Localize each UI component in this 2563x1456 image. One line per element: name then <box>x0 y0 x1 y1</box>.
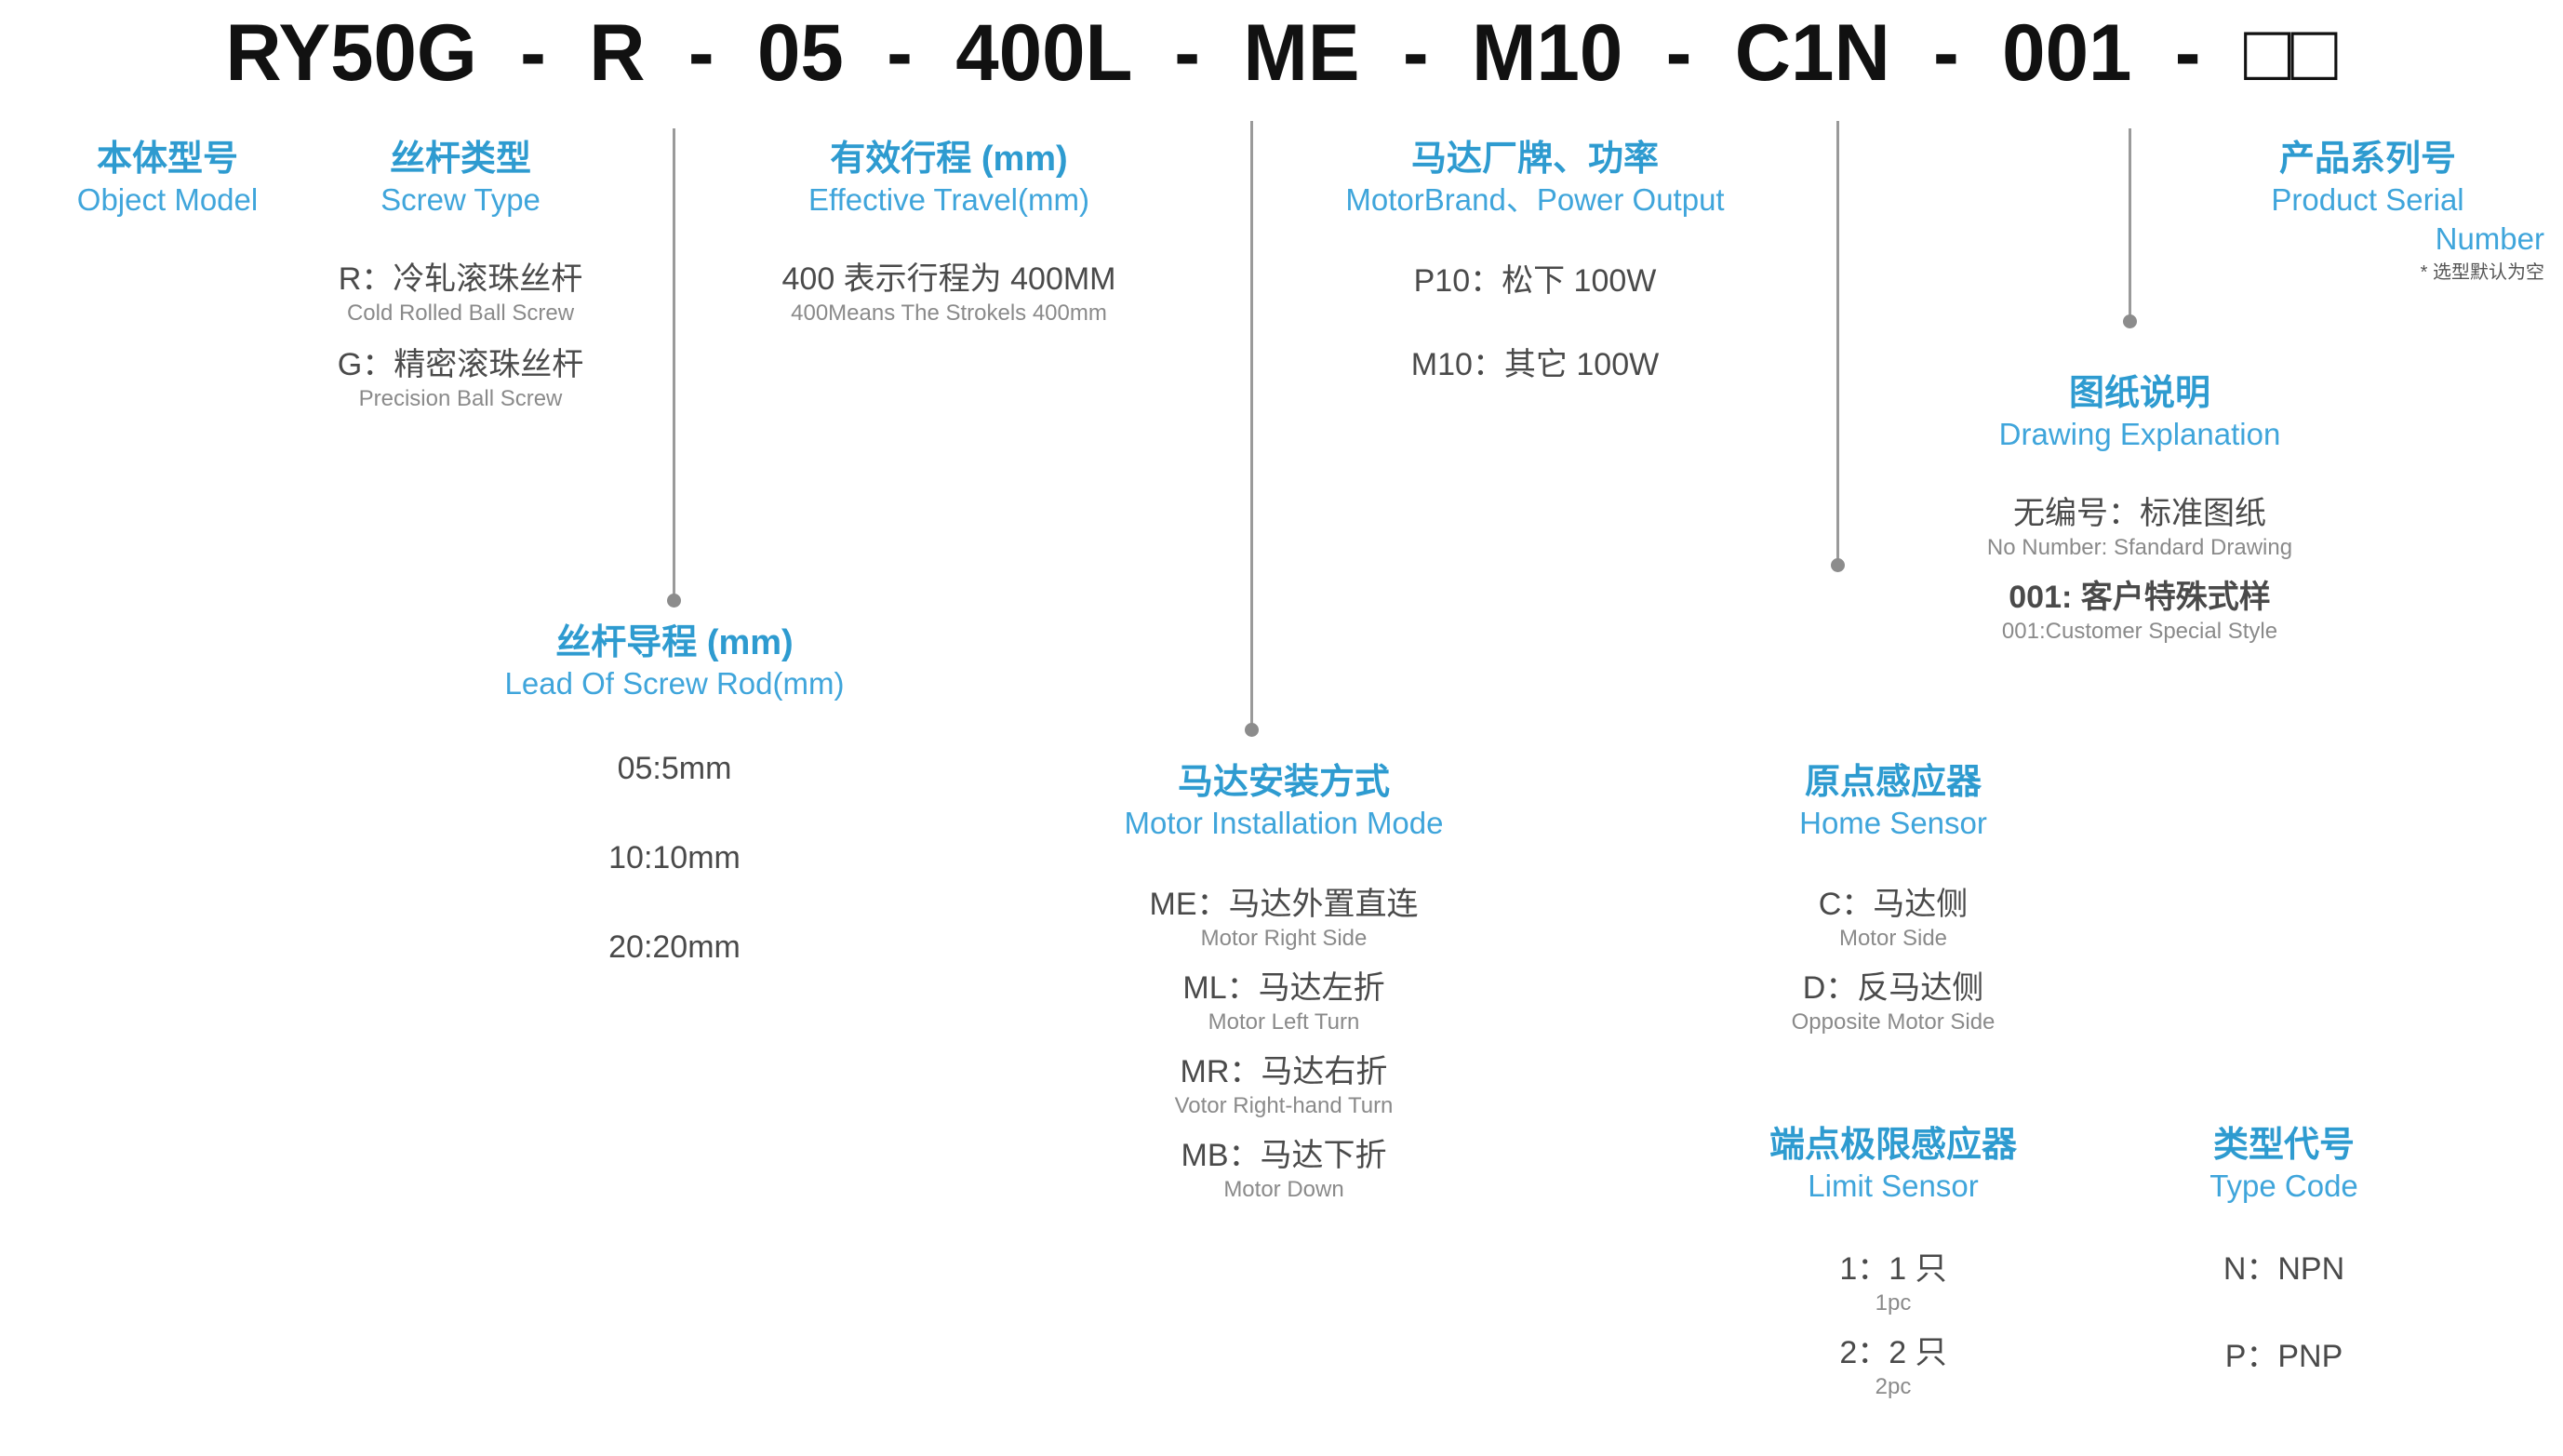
motor-brand-option: M10：其它 100W <box>1293 344 1777 385</box>
motor-installation-option-en: Votor Right-hand Turn <box>1174 1093 1394 1118</box>
section-effective-travel: 有效行程 (mm) Effective Travel(mm) 400 表示行程为… <box>716 138 1181 327</box>
drawing-explanation-option-cn: 无编号：标准图纸 <box>2013 496 2266 531</box>
screw-type-option-cn: R：冷轧滚珠丝杆 <box>338 261 583 297</box>
limit-sensor-option-cn: 1：1 只 <box>1839 1251 1947 1287</box>
effective-travel-option-cn: 400 表示行程为 400MM <box>781 261 1116 297</box>
motor-brand-option-cn: M10：其它 100W <box>1410 347 1660 382</box>
screw-type-title-cn: 丝杆类型 <box>389 140 531 179</box>
type-code-option: N：NPN <box>2130 1249 2437 1289</box>
leader-line-lead-of-screw <box>673 128 675 601</box>
motor-installation-option-cn: MR：马达右折 <box>1180 1054 1388 1089</box>
section-home-sensor: 原点感应器 Home Sensor C：马达侧 Motor Side D：反马达… <box>1684 761 2102 1036</box>
product-serial-note: * 选型默认为空 <box>2420 262 2544 283</box>
motor-installation-option: MB：马达下折 Motor Down <box>1051 1135 1516 1204</box>
limit-sensor-option: 1：1 只 1pc <box>1665 1249 2121 1317</box>
object-model-title-cn: 本体型号 <box>96 140 238 179</box>
type-code-option-cn: P：PNP <box>2224 1339 2343 1374</box>
leader-line-home-sensor <box>1836 121 1839 566</box>
drawing-explanation-option: 001: 客户特殊式样 001:Customer Special Style <box>1907 577 2372 646</box>
home-sensor-title-en: Home Sensor <box>1799 806 1987 840</box>
home-sensor-option-en: Opposite Motor Side <box>1791 1009 1996 1035</box>
product-serial-title-en-line1: Product Serial <box>2271 182 2464 217</box>
leader-line-motor-installation <box>1250 121 1253 730</box>
limit-sensor-option: 2：2 只 2pc <box>1665 1332 2121 1401</box>
motor-brand-title-cn: 马达厂牌、功率 <box>1410 140 1659 179</box>
screw-type-option: G：精密滚珠丝杆 Precision Ball Screw <box>316 344 605 413</box>
screw-type-option-cn: G：精密滚珠丝杆 <box>337 347 584 382</box>
motor-brand-option-cn: P10：松下 100W <box>1413 263 1657 299</box>
lead-of-screw-option: 20:20mm <box>447 927 902 968</box>
motor-brand-option: P10：松下 100W <box>1293 260 1777 301</box>
screw-type-option-en: Cold Rolled Ball Screw <box>346 301 575 326</box>
home-sensor-option-en: Motor Side <box>1838 926 1948 951</box>
motor-installation-option: MR：马达右折 Votor Right-hand Turn <box>1051 1051 1516 1120</box>
motor-installation-option-en: Motor Down <box>1223 1177 1344 1202</box>
limit-sensor-option-en: 2pc <box>1875 1374 1912 1399</box>
motor-installation-option-cn: ME：马达外置直连 <box>1149 887 1419 922</box>
leader-dot-lead-of-screw <box>667 594 681 608</box>
object-model-title-en: Object Model <box>76 182 259 217</box>
product-serial-title-en-line2: Number <box>2435 221 2544 256</box>
effective-travel-option-en: 400Means The Strokels 400mm <box>791 301 1107 326</box>
section-lead-of-screw: 丝杆导程 (mm) Lead Of Screw Rod(mm) 05:5mm 1… <box>447 621 902 968</box>
motor-installation-option-cn: ML：马达左折 <box>1182 970 1385 1006</box>
drawing-explanation-title-cn: 图纸说明 <box>2068 374 2210 413</box>
limit-sensor-title-cn: 端点极限感应器 <box>1769 1126 2017 1165</box>
section-motor-installation: 马达安装方式 Motor Installation Mode ME：马达外置直连… <box>1051 761 1516 1204</box>
section-screw-type: 丝杆类型 Screw Type R：冷轧滚珠丝杆 Cold Rolled Bal… <box>316 138 605 413</box>
drawing-explanation-option-en: 001:Customer Special Style <box>2001 619 2278 644</box>
home-sensor-option: D：反马达侧 Opposite Motor Side <box>1684 968 2102 1036</box>
section-object-model: 本体型号 Object Model <box>37 138 298 220</box>
lead-of-screw-option-cn: 05:5mm <box>617 751 732 786</box>
leader-dot-home-sensor <box>1831 558 1845 572</box>
motor-brand-title-en: MotorBrand、Power Output <box>1345 182 1725 217</box>
section-product-serial: 产品系列号 Product Serial Number * 选型默认为空 <box>2191 138 2554 285</box>
home-sensor-title-cn: 原点感应器 <box>1804 763 1982 802</box>
drawing-explanation-option-en: No Number: Sfandard Drawing <box>1986 535 2293 560</box>
type-code-title-cn: 类型代号 <box>2212 1126 2355 1165</box>
motor-installation-option: ML：马达左折 Motor Left Turn <box>1051 968 1516 1036</box>
screw-type-option-en: Precision Ball Screw <box>358 386 563 411</box>
drawing-explanation-title-en: Drawing Explanation <box>1998 417 2281 451</box>
leader-line-product-serial <box>2129 128 2131 322</box>
lead-of-screw-option: 10:10mm <box>447 837 902 878</box>
motor-installation-option: ME：马达外置直连 Motor Right Side <box>1051 884 1516 953</box>
type-code-option-cn: N：NPN <box>2223 1251 2345 1287</box>
lead-of-screw-option: 05:5mm <box>447 748 902 789</box>
lead-of-screw-title-en: Lead Of Screw Rod(mm) <box>504 666 845 701</box>
screw-type-title-en: Screw Type <box>380 182 541 217</box>
lead-of-screw-option-cn: 10:10mm <box>608 840 741 875</box>
section-motor-brand: 马达厂牌、功率 MotorBrand、Power Output P10：松下 1… <box>1293 138 1777 385</box>
section-limit-sensor: 端点极限感应器 Limit Sensor 1：1 只 1pc 2：2 只 2pc <box>1665 1124 2121 1401</box>
effective-travel-title-en: Effective Travel(mm) <box>808 182 1089 217</box>
motor-installation-option-en: Motor Right Side <box>1200 926 1368 951</box>
drawing-explanation-option: 无编号：标准图纸 No Number: Sfandard Drawing <box>1907 493 2372 562</box>
motor-installation-option-en: Motor Left Turn <box>1208 1009 1360 1035</box>
drawing-explanation-option-cn: 001: 客户特殊式样 <box>2009 580 2271 615</box>
motor-installation-option-cn: MB：马达下折 <box>1181 1138 1387 1173</box>
product-serial-title-cn: 产品系列号 <box>2278 140 2456 179</box>
limit-sensor-option-cn: 2：2 只 <box>1839 1335 1947 1370</box>
lead-of-screw-option-cn: 20:20mm <box>608 929 741 965</box>
limit-sensor-option-en: 1pc <box>1875 1290 1912 1316</box>
motor-installation-title-en: Motor Installation Mode <box>1124 806 1444 840</box>
effective-travel-option: 400 表示行程为 400MM 400Means The Strokels 40… <box>716 259 1181 327</box>
limit-sensor-title-en: Limit Sensor <box>1808 1169 1979 1203</box>
section-type-code: 类型代号 Type Code N：NPN P：PNP <box>2130 1124 2437 1377</box>
effective-travel-title-cn: 有效行程 (mm) <box>830 140 1068 179</box>
type-code-option: P：PNP <box>2130 1336 2437 1377</box>
home-sensor-option-cn: D：反马达侧 <box>1802 970 1984 1006</box>
leader-dot-product-serial <box>2123 314 2137 328</box>
home-sensor-option: C：马达侧 Motor Side <box>1684 884 2102 953</box>
page-title: RY50G - R - 05 - 400L - ME - M10 - C1N -… <box>225 8 2338 98</box>
type-code-title-en: Type Code <box>2209 1169 2358 1203</box>
home-sensor-option-cn: C：马达侧 <box>1818 887 1969 922</box>
motor-installation-title-cn: 马达安装方式 <box>1177 763 1390 802</box>
screw-type-option: R：冷轧滚珠丝杆 Cold Rolled Ball Screw <box>316 259 605 327</box>
section-drawing-explanation: 图纸说明 Drawing Explanation 无编号：标准图纸 No Num… <box>1907 372 2372 646</box>
lead-of-screw-title-cn: 丝杆导程 (mm) <box>555 623 794 662</box>
leader-dot-motor-installation <box>1245 723 1259 737</box>
